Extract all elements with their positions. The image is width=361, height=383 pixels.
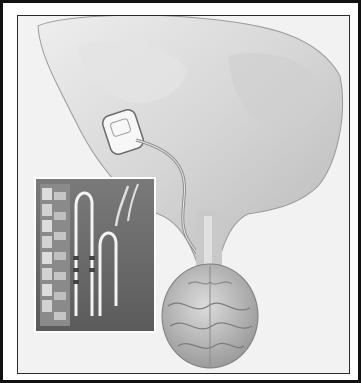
illustration-panel: [17, 15, 350, 374]
spine-inset: [35, 178, 155, 332]
brain-icon: [162, 264, 258, 368]
spine-column-icon: [40, 184, 70, 326]
medical-illustration: [18, 16, 349, 373]
